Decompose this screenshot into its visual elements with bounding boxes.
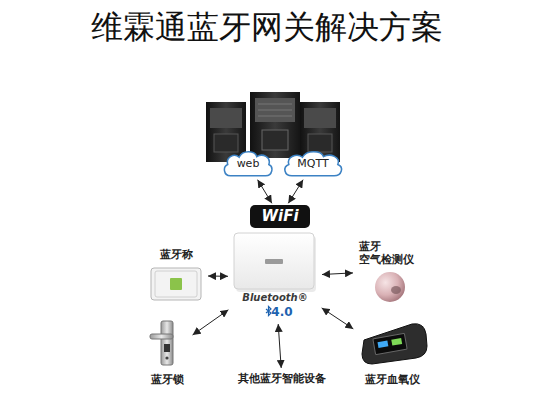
drive-bay <box>258 116 292 117</box>
air-monitor-opening <box>391 286 401 294</box>
node-label: 蓝牙血氧仪 <box>355 373 429 386</box>
gateway-device <box>234 233 316 316</box>
bluetooth-logo <box>266 307 271 316</box>
cloud-node: web <box>222 150 274 178</box>
oximeter-picture <box>362 324 427 364</box>
scale-plate <box>155 271 197 297</box>
diagram-title: 维霖通蓝牙网关解决方案 <box>0 8 533 46</box>
node-label: 4.0 <box>237 305 327 319</box>
server-tower <box>206 102 246 162</box>
node-label: web <box>222 157 274 170</box>
double-arrow <box>288 180 303 204</box>
device-node: 蓝牙 空气检测仪 <box>355 240 425 302</box>
node-label: MQTT <box>282 157 344 170</box>
node-label: 蓝牙锁 <box>143 373 191 386</box>
scale-body <box>151 268 201 300</box>
gateway-node: Bluetooth®4.0 <box>230 232 320 322</box>
server-panel <box>210 108 242 128</box>
device-node: 蓝牙称 <box>146 247 206 304</box>
node-label: 蓝牙 空气检测仪 <box>359 240 425 266</box>
double-arrow <box>258 180 272 204</box>
lock-picture <box>150 321 173 365</box>
oximeter-body <box>362 324 427 364</box>
scale-picture <box>151 268 201 300</box>
lock-pad <box>164 344 170 352</box>
oximeter-reading <box>391 338 402 346</box>
device-node: 蓝牙血氧仪 <box>355 320 429 389</box>
wifi-logo: WiFi <box>250 205 310 228</box>
server-panel <box>255 98 295 122</box>
device-logo <box>265 259 283 264</box>
double-arrow <box>208 276 228 277</box>
drive-bay <box>258 110 292 111</box>
lock-keyhole <box>165 356 168 359</box>
air-monitor-picture <box>375 272 405 302</box>
server-grille <box>262 130 288 150</box>
node-label: Bluetooth® <box>230 292 320 304</box>
double-arrow <box>193 310 229 335</box>
scale-display <box>170 278 182 290</box>
air-monitor-sphere <box>375 272 405 302</box>
drive-bay <box>258 104 292 105</box>
device-node: 其他蓝牙智能设备 <box>220 370 344 389</box>
double-arrow <box>322 308 354 329</box>
device-node: 蓝牙锁 <box>143 318 191 388</box>
device-body <box>234 233 314 289</box>
lock-handle <box>150 334 173 339</box>
oximeter-reading <box>377 340 388 348</box>
node-label: WiFi <box>250 207 310 225</box>
node-label: 其他蓝牙智能设备 <box>220 372 344 385</box>
server-grille <box>308 134 332 152</box>
cloud-node: MQTT <box>282 150 344 178</box>
server-panel <box>304 108 336 128</box>
double-arrow <box>278 324 281 368</box>
double-arrow <box>322 273 353 275</box>
server-rack <box>206 92 340 162</box>
server-tower <box>250 92 300 158</box>
server-grille <box>214 134 238 152</box>
lock-plate <box>161 321 173 365</box>
node-label: 蓝牙称 <box>146 248 206 261</box>
oximeter-screen <box>373 333 407 354</box>
